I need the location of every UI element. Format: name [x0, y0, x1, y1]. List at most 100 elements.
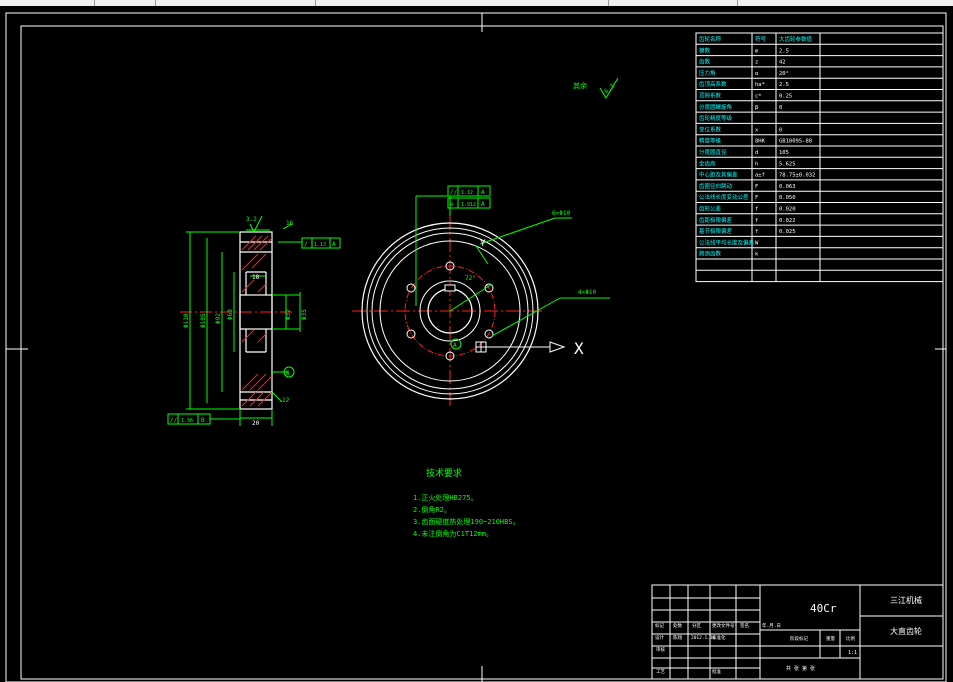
view-arrow-head: [549, 341, 566, 353]
keyway: [444, 284, 456, 292]
title-row-labels-2: 设计 陈翔 2012.1.10 标准化: [655, 634, 726, 641]
note-remaining: 其余: [573, 81, 587, 90]
param-table-cell: 0.020: [779, 207, 796, 213]
param-table-cell: 0: [779, 105, 782, 111]
dim-dia-outer: Φ110: [183, 313, 190, 328]
dim-roughness-top: 3.2: [246, 216, 257, 223]
param-table-cell: 0.063: [779, 184, 796, 190]
param-table-cell: c*: [755, 94, 762, 100]
window-tab[interactable]: [612, 0, 738, 6]
window-tab-strip: [0, 0, 953, 6]
marker-y: Y: [480, 239, 486, 249]
title-cell: 标记: [655, 622, 664, 629]
datum-a-balloon: [450, 338, 462, 350]
param-table-cell: W: [755, 240, 759, 246]
view-label-x: X: [574, 339, 584, 358]
fcf1-datum: A: [481, 189, 485, 196]
title-company: 三江机械: [890, 595, 922, 605]
roughness-remaining-symbol: [599, 77, 619, 99]
window-tab[interactable]: [0, 0, 95, 6]
param-table-cell: 5.625: [779, 161, 796, 167]
param-table-cell: 0.022: [779, 218, 796, 224]
fcf-top: / 1.13 A: [301, 237, 341, 249]
param-table-cell: 公法线平均长度及偏差: [699, 238, 755, 246]
dim-18: 18: [252, 274, 260, 281]
window-tab[interactable]: [160, 0, 316, 6]
note-angle: 72°: [465, 275, 476, 282]
param-table-cell: f: [755, 218, 758, 224]
cad-drawing-canvas[interactable]: 3.2 16 / 1.13 A 18 Φ110 Φ105 Φ92 Φ60 Φ32…: [0, 6, 953, 682]
param-table-cell: k: [755, 252, 759, 258]
param-table-cell: 顶隙系数: [699, 92, 722, 100]
fcf2-value: 1.912: [461, 202, 476, 208]
dim-dia-right: Φ35: [301, 309, 308, 320]
param-table-cell: 跨测齿数: [699, 250, 722, 258]
dim-width-bottom: 20: [252, 420, 260, 427]
param-table-cell: 分度圆直径: [699, 148, 727, 156]
section-dimension-lines: [186, 223, 302, 426]
datum-b-balloon: [283, 366, 295, 378]
param-table-cell: 0.025: [779, 229, 796, 235]
svg-text://: //: [450, 189, 458, 196]
param-table-cell: α: [755, 71, 759, 77]
datum-b-label: B: [286, 370, 290, 377]
title-cell: 2012.1.10: [691, 635, 716, 641]
title-cell: 分区: [692, 622, 701, 629]
param-table-cell: β: [755, 105, 759, 111]
param-table-cell: x: [755, 127, 759, 133]
fcf-runout: // 1.96 B: [167, 413, 240, 425]
param-table-cell: 20°: [779, 71, 789, 77]
svg-text:⊖: ⊖: [450, 201, 454, 208]
title-row-labels-1: 标记 处数 分区 更改文件号 签名 年.月.日: [655, 622, 781, 629]
svg-text:/: /: [304, 241, 308, 248]
tech-req-item: 4.未注倒角为C1T12mm。: [413, 529, 493, 538]
title-process-label: 工艺: [656, 669, 665, 675]
param-table-header: 符号: [755, 35, 767, 43]
window-tab[interactable]: [318, 0, 609, 6]
title-cell: 签名: [740, 622, 749, 629]
param-table-cell: f: [755, 229, 758, 235]
fcf2-datum: A: [481, 201, 485, 208]
centering-marks: [6, 13, 946, 682]
param-table-cell: h: [755, 161, 758, 167]
param-table-cell: ha*: [755, 82, 765, 88]
param-table-cell: F: [755, 184, 758, 190]
param-table-cell: 78.75±0.032: [779, 173, 815, 179]
tech-req-item: 1.正火处理HB275。: [413, 493, 478, 502]
param-table-cell: 齿圈径向跳动: [699, 182, 733, 190]
technical-requirements: 技术要求 1.正火处理HB275。 2.倒角R2。 3.齿面硬度热处理190~2…: [413, 467, 520, 538]
tech-req-item: 2.倒角R2。: [413, 505, 451, 514]
title-cell: 陈翔: [673, 634, 682, 641]
fcf1-value: 1.12: [461, 190, 473, 196]
title-cell: 处数: [673, 622, 682, 629]
note-keyway: 4×Φ10: [578, 289, 596, 296]
param-table-cell: f: [755, 207, 758, 213]
param-table-cell: 模数: [699, 46, 711, 54]
param-table-cell: 精度等级: [699, 137, 722, 145]
title-cell: 设计: [655, 634, 664, 641]
fcf-front: // 1.12 A ⊖ 1.912 A: [447, 185, 491, 209]
note-holes: 6×Φ10: [552, 210, 570, 217]
tech-req-title: 技术要求: [426, 467, 462, 479]
title-cell: 标准化: [712, 634, 726, 641]
param-table-cell: 105: [779, 150, 789, 156]
param-table-cell: 变位系数: [699, 125, 722, 133]
web-circle: [379, 240, 521, 382]
front-leaders: [415, 195, 610, 337]
title-material: 40Cr: [810, 602, 837, 615]
gear-root-circle: [366, 227, 534, 395]
param-table-cell: 中心距及其偏差: [699, 171, 738, 179]
fcf-runout-value: 1.96: [181, 418, 193, 424]
param-table-cell: m: [755, 48, 759, 54]
dim-dia-2: Φ105: [200, 313, 207, 328]
param-table-header: 大齿轮参数值: [779, 35, 813, 43]
window-tab[interactable]: [95, 0, 156, 6]
dim-dia-bore: Φ32: [285, 309, 292, 320]
param-table-cell: 8HK: [755, 139, 766, 145]
param-table-cell: 全齿高: [699, 159, 716, 167]
section-view: 3.2 16 / 1.13 A 18 Φ110 Φ105 Φ92 Φ60 Φ32…: [167, 215, 341, 427]
bolt-pitch-circle: [404, 265, 496, 357]
param-table-cell: 0: [779, 127, 782, 133]
title-cell: 更改文件号: [712, 622, 735, 629]
